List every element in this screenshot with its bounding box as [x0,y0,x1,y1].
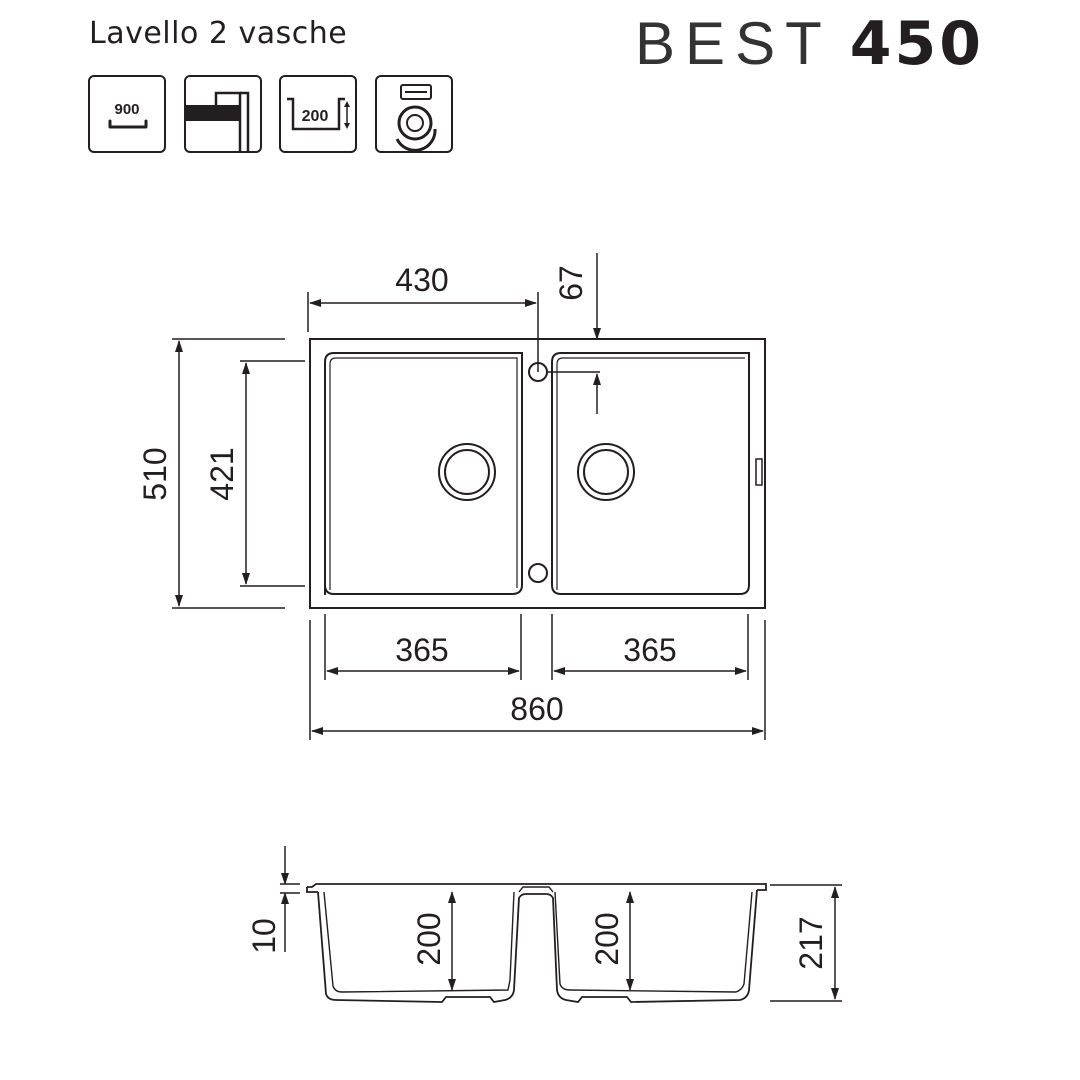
dim-217: 217 [793,916,829,969]
dim-365-left: 365 [395,632,448,668]
tap-hole-bottom [528,563,548,583]
section-dimension-lines [280,846,842,1002]
model-number: 450 [849,9,984,79]
bowl-depth-icon: 200 [279,75,357,153]
bowl-depth-label: 200 [302,108,329,125]
dim-200-right: 200 [589,912,625,965]
undermount-profile-icon [184,75,262,153]
product-subtitle: Lavello 2 vasche [89,16,348,51]
brand-name: BEST [635,10,832,77]
plan-view [309,338,766,609]
dim-67: 67 [553,265,589,301]
dim-365-right: 365 [623,632,676,668]
left-bowl [324,352,523,595]
dim-421: 421 [204,447,240,500]
cabinet-size-label: 900 [114,101,139,118]
left-drain [438,443,496,501]
dim-430: 430 [395,262,448,298]
section-view [306,883,767,1003]
cabinet-900-icon: 900 [88,75,166,153]
sink-outline [309,338,766,609]
dim-10: 10 [246,918,282,954]
dim-860: 860 [510,691,563,727]
plan-dimension-lines [172,253,766,740]
dim-200-left: 200 [411,912,447,965]
plan-dimension-labels: 430 67 510 421 365 365 860 [137,262,677,727]
section-dimension-labels: 10 200 200 217 [246,912,829,969]
dim-510: 510 [137,447,173,500]
right-drain [577,443,635,501]
right-bowl [551,352,750,595]
waste-disposal-icon [375,75,453,153]
